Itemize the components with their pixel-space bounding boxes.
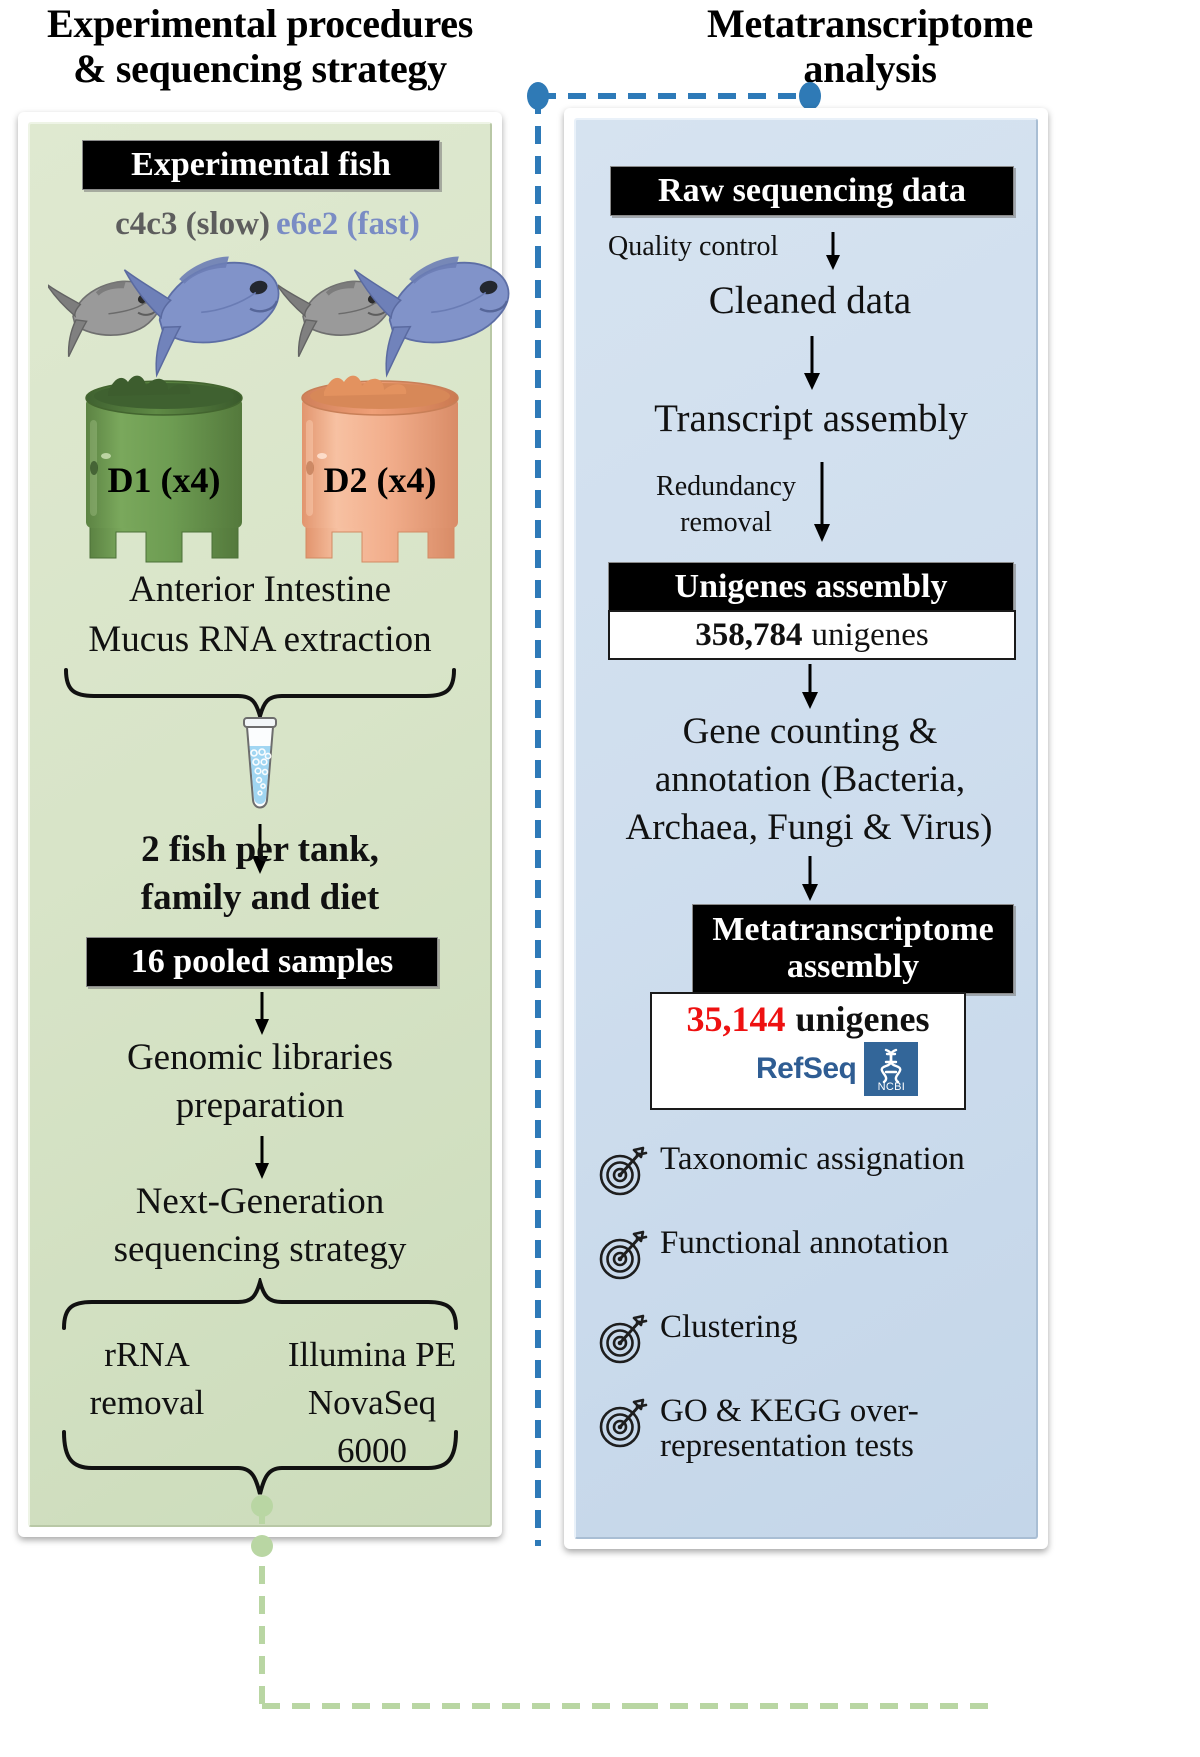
method-right-line-1: Illumina PE	[287, 1335, 457, 1374]
blue-dashed-connector-vertical	[535, 250, 541, 1546]
experimental-fish-chip-label: Experimental fish	[131, 146, 391, 183]
experimental-fish-chip: Experimental fish	[82, 140, 440, 190]
output-item-functional: Functional annotation	[596, 1226, 1036, 1282]
unigenes-count: 358,784	[695, 616, 803, 653]
ngs-line-1: Next-Generation	[135, 1181, 385, 1222]
output-item-taxonomic: Taxonomic assignation	[596, 1142, 1036, 1198]
right-panel	[564, 108, 1048, 1549]
metatranscriptome-count: 35,144	[686, 999, 786, 1039]
tank-d1-text: D1 (x4)	[108, 460, 221, 500]
cleaned-data-label: Cleaned data	[708, 279, 912, 322]
gene-counting-line-3: Archaea, Fungi & Virus)	[625, 807, 993, 848]
arrow-libraries-to-ngs	[255, 1136, 269, 1179]
metatranscriptome-unit: unigenes	[795, 999, 930, 1039]
fish-group-d1	[48, 256, 280, 378]
left-column-title: Experimental procedures & sequencing str…	[46, 1, 474, 91]
sequencing-brace-top	[62, 1278, 458, 1330]
arrow-counting-to-meta	[802, 856, 818, 901]
output-item-label: Taxonomic assignation	[660, 1141, 965, 1177]
eppendorf-tube-icon	[243, 717, 277, 809]
unigenes-assembly-chip: Unigenes assembly	[608, 562, 1014, 612]
green-dashed-connector-right	[640, 1703, 1000, 1709]
arrow-unigenes-to-counting	[802, 664, 818, 709]
method-left-line-1: rRNA	[104, 1335, 190, 1374]
family-fast-label: e6e2 (fast)	[276, 206, 420, 242]
extraction-brace	[64, 668, 456, 720]
family-slow-label: c4c3 (slow)	[115, 206, 270, 242]
target-icon	[596, 1228, 650, 1282]
metatranscriptome-chip-line-1: Metatranscriptome	[712, 911, 994, 949]
refseq-ncbi-logo: RefSeq NCBI	[756, 1042, 919, 1096]
target-icon	[596, 1396, 650, 1450]
raw-sequencing-data-label: Raw sequencing data	[658, 172, 966, 209]
pooling-line-2: family and diet	[140, 877, 380, 918]
arrow-qc	[826, 232, 840, 270]
libraries-line-2: preparation	[175, 1085, 345, 1126]
gene-counting-line-1: Gene counting &	[682, 711, 938, 752]
ngs-line-2: sequencing strategy	[113, 1229, 407, 1270]
outputs-list: Taxonomic assignation Functional annotat…	[596, 1126, 1036, 1473]
raw-sequencing-data-chip: Raw sequencing data	[610, 166, 1014, 216]
quality-control-label: Quality control	[608, 231, 779, 262]
target-icon	[596, 1144, 650, 1198]
pooled-samples-chip: 16 pooled samples	[86, 937, 438, 987]
ncbi-icon: NCBI	[864, 1042, 919, 1096]
fish-group-d2	[278, 256, 510, 378]
method-left-line-2: removal	[89, 1383, 205, 1422]
extraction-line-1: Anterior Intestine	[129, 569, 391, 610]
transcript-assembly-label: Transcript assembly	[654, 397, 968, 440]
extraction-line-2: Mucus RNA extraction	[88, 619, 432, 660]
method-right-line-3: 6000	[337, 1431, 407, 1470]
metatranscriptome-assembly-chip: Metatranscriptome assembly	[692, 904, 1014, 994]
tank-d2-text: D2 (x4)	[324, 460, 437, 500]
tank-d1: D1 (x4)	[85, 375, 243, 563]
redundancy-line-2: removal	[680, 507, 772, 538]
tank-d2: D2 (x4)	[301, 375, 459, 563]
output-item-label: Clustering	[660, 1309, 798, 1345]
libraries-line-1: Genomic libraries	[126, 1037, 394, 1078]
unigenes-assembly-label: Unigenes assembly	[674, 568, 948, 605]
output-item-label: GO & KEGG over- representation tests	[660, 1393, 919, 1464]
right-panel-inner	[574, 118, 1038, 1539]
arrow-tube-to-pooling	[252, 824, 268, 874]
left-panel	[18, 112, 502, 1537]
metatranscriptome-chip-line-2: assembly	[786, 948, 920, 985]
output-item-clustering: Clustering	[596, 1310, 1036, 1366]
refseq-label: RefSeq	[756, 1052, 857, 1085]
arrow-redundancy	[814, 462, 830, 542]
sequencing-brace-bottom	[62, 1430, 458, 1495]
method-right-line-2: NovaSeq	[307, 1383, 437, 1422]
unigenes-count-box: 358,784 unigenes	[608, 610, 1016, 660]
right-column-title: Metatranscriptome analysis	[707, 1, 1033, 91]
gene-counting-line-2: annotation (Bacteria,	[654, 759, 966, 800]
pooled-samples-chip-label: 16 pooled samples	[130, 943, 394, 980]
redundancy-line-1: Redundancy	[656, 471, 796, 502]
target-icon	[596, 1312, 650, 1366]
output-item-label: Functional annotation	[660, 1225, 949, 1261]
arrow-cleaned-to-transcript	[804, 336, 820, 390]
output-item-go-kegg: GO & KEGG over- representation tests	[596, 1394, 1036, 1463]
ncbi-label: NCBI	[877, 1081, 906, 1093]
pooling-line-1: 2 fish per tank,	[141, 829, 379, 870]
unigenes-unit: unigenes	[811, 616, 929, 653]
arrow-pooled-to-libraries	[255, 992, 269, 1035]
